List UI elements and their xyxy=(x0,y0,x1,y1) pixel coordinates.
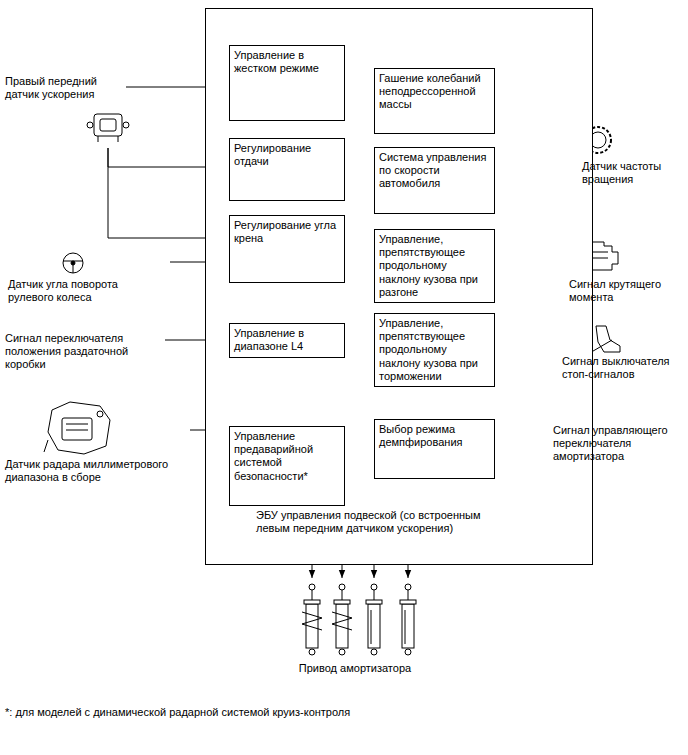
node-text: Сигнал выключателя стоп-сигналов xyxy=(562,355,676,381)
node-text: Привод амортизатора xyxy=(285,662,425,675)
sensor-node: Датчик радара миллиметрового диапазона в… xyxy=(5,398,190,488)
process-box: ЭБУ управления подвеской (со встроенным … xyxy=(205,8,593,565)
sensor-node: Сигнал выключателя стоп-сигналов xyxy=(558,322,678,384)
signal-arrow xyxy=(312,565,313,578)
sensor-node: Датчик частоты вращения xyxy=(576,118,670,188)
sensor-node: Сигнал крутящего момента xyxy=(563,236,673,306)
node-text: Управление, препятствующее продольному н… xyxy=(379,317,490,383)
node-text: Регулирование отдачи xyxy=(234,142,340,168)
process-box: Управление в диапазоне L4 xyxy=(229,323,345,358)
sensor-node: Сигнал управляющего переключателя аморти… xyxy=(553,424,683,468)
node-text: Датчик радара миллиметрового диапазона в… xyxy=(5,458,187,484)
node-text: Сигнал переключателя положения раздаточн… xyxy=(5,332,150,372)
node-text: Выбор режима демпфирования xyxy=(379,423,490,449)
process-box: Система управления по скорости автомобил… xyxy=(374,147,495,214)
sensor-node: Правый передний датчик ускорения xyxy=(5,75,126,148)
node-text: ЭБУ управления подвеской (со встроенным … xyxy=(256,509,506,535)
process-box: Управление, препятствующее продольному н… xyxy=(374,313,495,387)
process-box: Регулирование отдачи xyxy=(229,138,345,201)
process-box: Управление в жестком режиме xyxy=(229,45,345,121)
node-text: Управление предаварийной системой безопа… xyxy=(234,430,340,483)
signal-arrow xyxy=(408,565,409,578)
node-text: Правый передний датчик ускорения xyxy=(5,75,105,101)
node-text: Датчик угла поворота рулевого колеса xyxy=(8,278,148,304)
steering-wheel-icon xyxy=(63,253,83,273)
process-box: Выбор режима демпфирования xyxy=(374,419,495,479)
process-box: Управление, препятствующее продольному н… xyxy=(374,229,495,303)
node-text: Сигнал крутящего момента xyxy=(569,278,671,304)
sensor-node: Привод амортизатора xyxy=(285,578,425,682)
footnote: *: для моделей с динамической радарной с… xyxy=(5,706,605,719)
sensor-node: Сигнал переключателя положения раздаточн… xyxy=(5,332,165,376)
process-box: Управление предаварийной системой безопа… xyxy=(229,426,345,506)
radar-sensor-icon xyxy=(44,402,110,454)
node-text: Сигнал управляющего переключателя аморти… xyxy=(553,424,681,464)
node-text: Управление в жестком режиме xyxy=(234,49,340,75)
process-box: Гашение колебаний неподрессоренной массы xyxy=(374,68,495,134)
node-text: Управление в диапазоне L4 xyxy=(234,327,340,353)
acceleration-sensor-icon xyxy=(87,114,129,142)
signal-arrow xyxy=(342,565,343,578)
node-text: Система управления по скорости автомобил… xyxy=(379,151,490,191)
node-text: Датчик частоты вращения xyxy=(582,160,670,186)
node-text: Управление, препятствующее продольному н… xyxy=(379,233,490,299)
signal-arrow xyxy=(374,565,375,578)
shock-absorber-icons xyxy=(302,584,416,655)
process-box: Регулирование угла крена xyxy=(229,215,345,283)
node-text: Гашение колебаний неподрессоренной массы xyxy=(379,72,490,112)
node-text: Регулирование угла крена xyxy=(234,219,340,245)
sensor-node: Датчик угла поворота рулевого колеса xyxy=(8,250,170,306)
